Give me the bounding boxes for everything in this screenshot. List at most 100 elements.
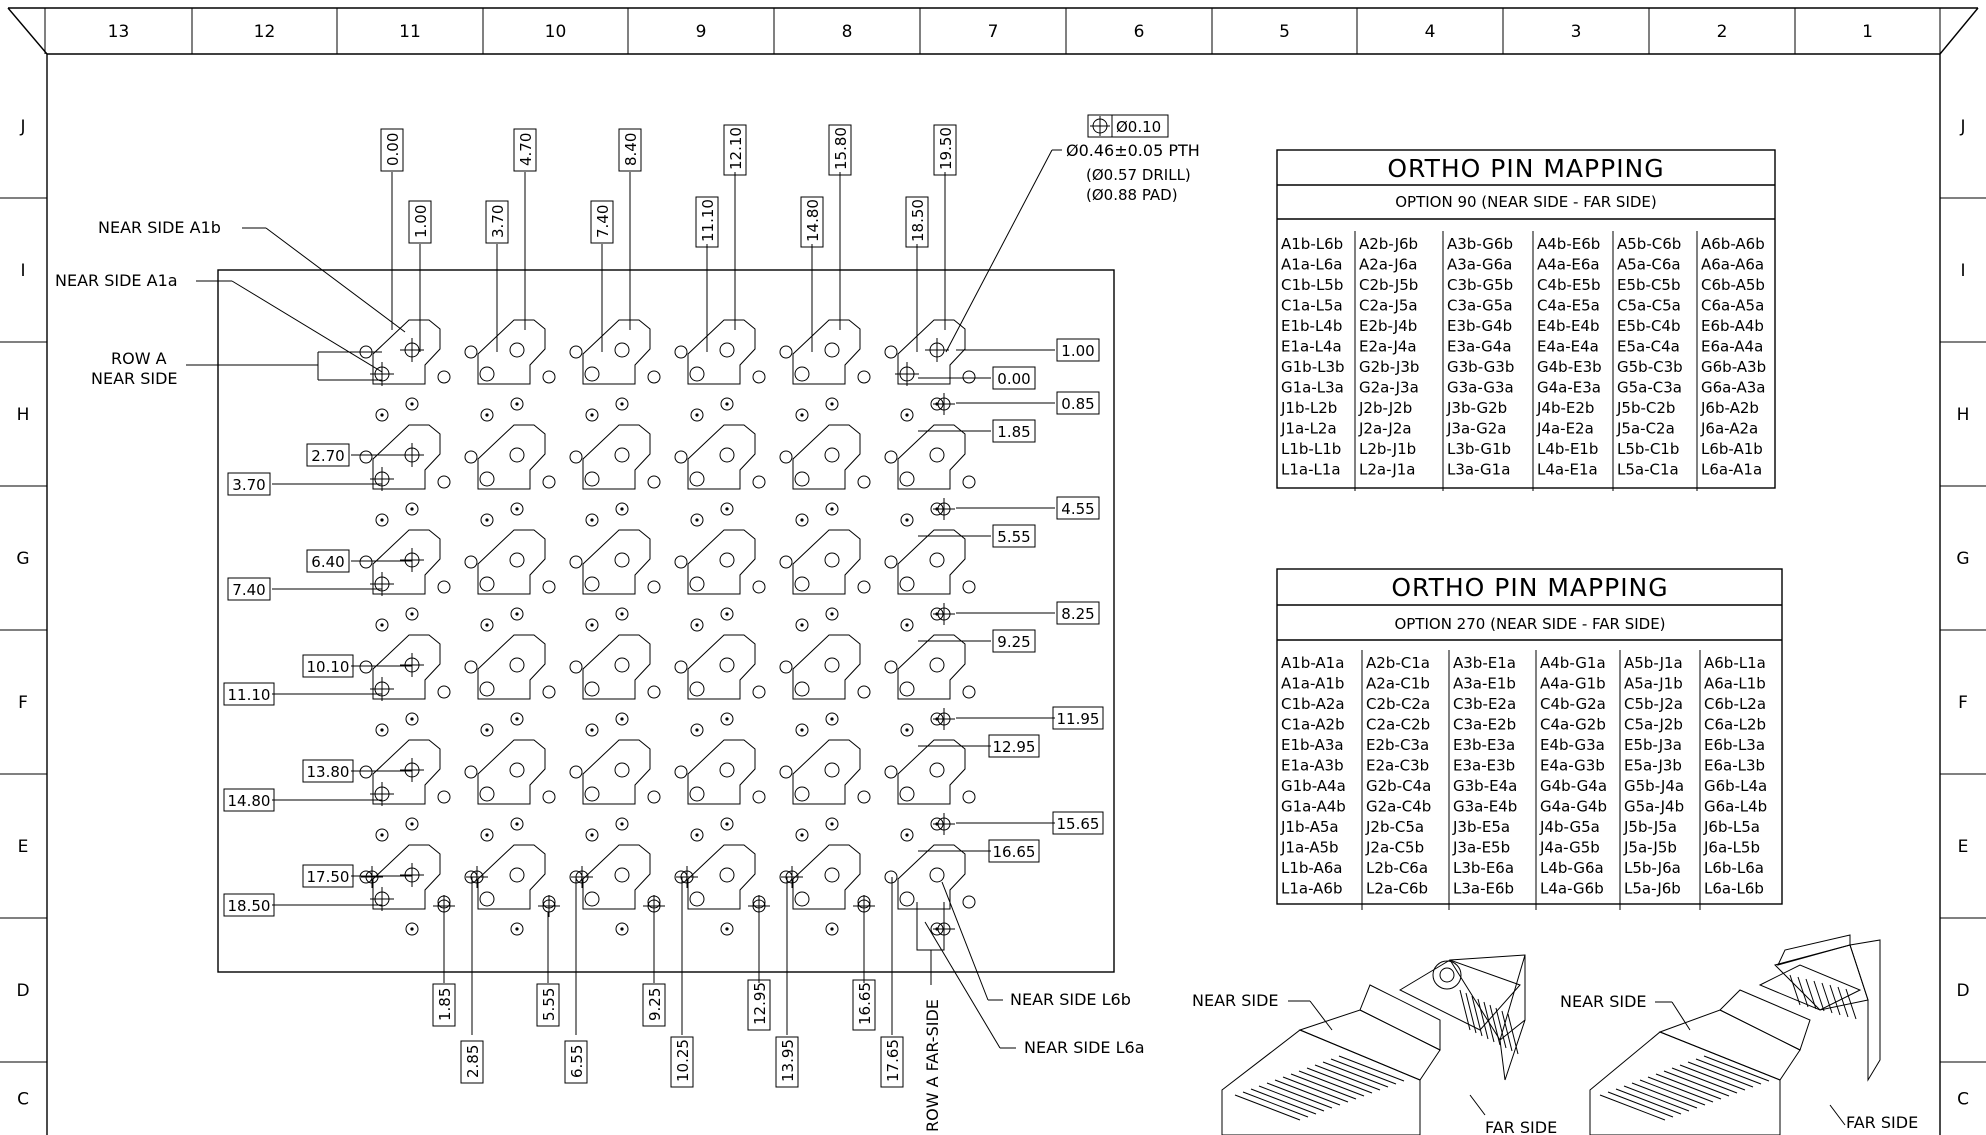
pad-outline — [477, 739, 546, 805]
table2-cell: A5a-J1b — [1624, 675, 1683, 693]
callout-near-side-a1b: NEAR SIDE A1b — [98, 218, 221, 237]
pad-outline — [477, 319, 546, 385]
table1-cell: L4a-E1a — [1537, 461, 1598, 479]
table2-cell: G5a-J4b — [1624, 798, 1684, 816]
table1-cell: A3b-G6b — [1447, 235, 1513, 253]
table1-cell: C1a-L5a — [1281, 297, 1343, 315]
table1-cell: E6b-A4b — [1701, 317, 1764, 335]
pad-outline — [582, 529, 651, 595]
table2-cell: L4a-G6b — [1540, 880, 1604, 898]
zone-row-right-F: F — [1958, 693, 1968, 713]
table1-cell: C2a-J5a — [1359, 297, 1418, 315]
hole-spec-line3: (Ø0.88 PAD) — [1086, 186, 1178, 204]
pad-outline — [372, 529, 441, 595]
zone-row-left-D: D — [16, 981, 29, 1001]
table1-cell: G6b-A3b — [1701, 358, 1766, 376]
top-dim-a-2: 8.40 — [622, 133, 640, 166]
table2-cell: A6b-L1a — [1704, 654, 1766, 672]
table2-cell: J2b-C5a — [1365, 818, 1424, 836]
table1-cell: L1b-L1b — [1281, 440, 1341, 458]
callout-row-a-near-side-2: NEAR SIDE — [91, 369, 178, 388]
table2-cell: G6b-L4a — [1704, 777, 1767, 795]
zone-col-11: 11 — [399, 22, 421, 42]
bottom-dim-b-3: 13.95 — [779, 1039, 797, 1082]
table1-cell: J5b-C2b — [1616, 399, 1675, 417]
pin-mapping-table-option-90: ORTHO PIN MAPPING OPTION 90 (NEAR SIDE -… — [1276, 149, 1776, 491]
isometric-view-right: NEAR SIDE FAR SIDE — [1560, 934, 1918, 1135]
table2-cell: L3a-E6b — [1453, 880, 1514, 898]
table2-cell: C5b-J2a — [1624, 695, 1683, 713]
table1-cell: G5b-C3b — [1617, 358, 1683, 376]
table1-cell: L5a-C1a — [1617, 461, 1679, 479]
table1-cell: E5b-C4b — [1617, 317, 1681, 335]
table1-cell: C3b-G5b — [1447, 276, 1513, 294]
pad-outline — [372, 319, 441, 385]
left-dim-b-3: 14.80 — [228, 792, 271, 810]
pad-outline — [792, 319, 861, 385]
pad-outline — [687, 424, 756, 490]
table1-cell: E4b-E4b — [1537, 317, 1600, 335]
bottom-dim-a-2: 9.25 — [646, 988, 664, 1021]
right-dim-a-3: 8.25 — [1061, 605, 1094, 623]
table2-cell: G1a-A4b — [1281, 798, 1346, 816]
isometric-view-left: NEAR SIDE FAR SIDE — [1192, 954, 1557, 1135]
table1-cell: L6b-A1b — [1701, 440, 1763, 458]
table1-cell: E2b-J4b — [1359, 317, 1417, 335]
table2-cell: A3a-E1b — [1453, 675, 1516, 693]
table1-cell: E2a-J4a — [1359, 338, 1417, 356]
pad-outline — [792, 634, 861, 700]
hole-tolerance: Ø0.10 — [1116, 118, 1161, 136]
table1-cell: L2b-J1b — [1359, 440, 1416, 458]
table2-cell: A2a-C1b — [1366, 675, 1430, 693]
pad-outline — [687, 319, 756, 385]
table2-cell: L4b-G6a — [1540, 859, 1604, 877]
top-dim-b-3: 11.10 — [699, 199, 717, 242]
right-dim-b-1: 1.85 — [997, 423, 1030, 441]
table2-cell: E6a-L3b — [1704, 757, 1765, 775]
table2-cell: A6a-L1b — [1704, 675, 1766, 693]
bottom-dim-a-4: 16.65 — [856, 982, 874, 1025]
table2-cell: L5b-J6a — [1624, 859, 1681, 877]
pad-outline — [582, 634, 651, 700]
iso-left-far-label: FAR SIDE — [1485, 1118, 1557, 1135]
table1-cell: G2a-J3a — [1359, 379, 1419, 397]
pad-outline — [372, 634, 441, 700]
pad-array — [359, 319, 976, 940]
table2-cell: J3a-E5b — [1452, 839, 1510, 857]
zone-row-right-I: I — [1960, 261, 1965, 281]
table1-cell: J6a-A2a — [1700, 420, 1758, 438]
table2-cell: G4a-G4b — [1540, 798, 1607, 816]
hole-spec-line1: Ø0.46±0.05 PTH — [1066, 141, 1200, 160]
zone-row-right-E: E — [1958, 837, 1969, 857]
table2-cell: A4b-G1a — [1540, 654, 1606, 672]
table1-cell: A4a-E6a — [1537, 256, 1600, 274]
table1-cell: A2a-J6a — [1359, 256, 1417, 274]
table2-cell: C6b-L2a — [1704, 695, 1766, 713]
table2-cell: J3b-E5a — [1452, 818, 1510, 836]
table2-cell: C3a-E2b — [1453, 716, 1516, 734]
table2-cell: L1b-A6a — [1281, 859, 1343, 877]
zone-row-left-I: I — [20, 261, 25, 281]
table2-cell: E5b-J3a — [1624, 736, 1682, 754]
top-dim-b-5: 18.50 — [909, 199, 927, 242]
table2-cell: G4b-G4a — [1540, 777, 1607, 795]
table2-cell: A5b-J1a — [1624, 654, 1683, 672]
table1-cell: A2b-J6b — [1359, 235, 1418, 253]
zone-row-right-H: H — [1957, 405, 1970, 425]
table2-cell: L2b-C6a — [1366, 859, 1428, 877]
table2-cell: J4b-G5a — [1539, 818, 1600, 836]
table1-cell: A5a-C6a — [1617, 256, 1681, 274]
pad-outline — [897, 844, 966, 910]
zone-row-left-H: H — [17, 405, 30, 425]
iso-right-far-label: FAR SIDE — [1846, 1113, 1918, 1132]
table1-cell: L6a-A1a — [1701, 461, 1762, 479]
pad-outline — [582, 424, 651, 490]
table1-cell: C6a-A5a — [1701, 297, 1764, 315]
table1-cell: E5b-C5b — [1617, 276, 1681, 294]
table2-cell: C5a-J2b — [1624, 716, 1683, 734]
pad-outline — [372, 424, 441, 490]
right-dim-a-0: 1.00 — [1061, 342, 1094, 360]
left-dim-b-1: 7.40 — [232, 581, 265, 599]
table2-cell: C2a-C2b — [1366, 716, 1430, 734]
pad-outline — [477, 634, 546, 700]
